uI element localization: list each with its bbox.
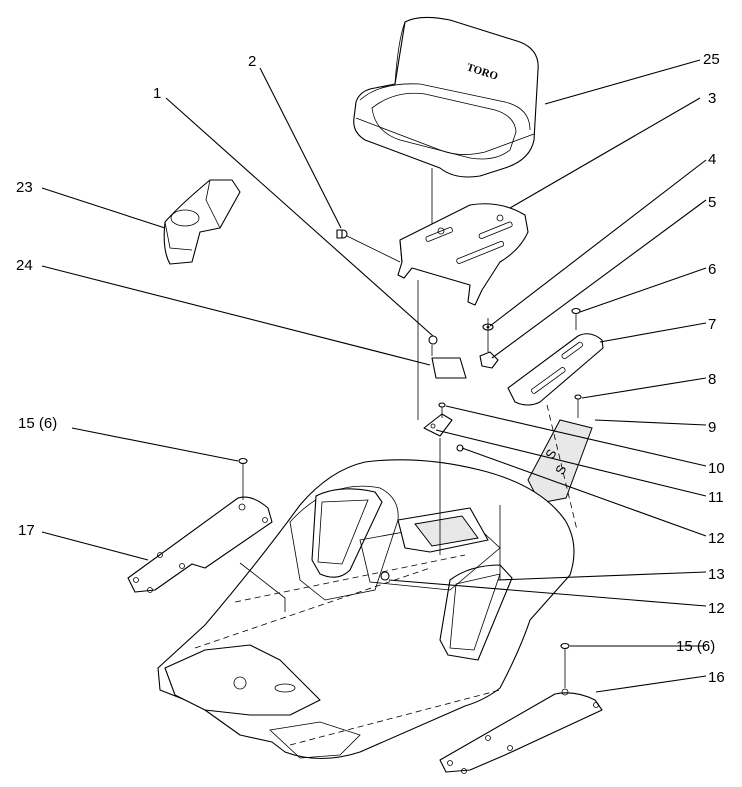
callout-15-left: 15 (6) (18, 415, 57, 432)
foot-plate-17 (127, 496, 273, 593)
callout-16: 16 (708, 669, 725, 686)
bolt-2 (336, 229, 348, 239)
callout-1: 1 (153, 85, 161, 102)
callout-13: 13 (708, 566, 725, 583)
bracket-11 (423, 402, 464, 452)
callout-11: 11 (708, 489, 724, 506)
callout-8: 8 (708, 371, 716, 388)
callout-9: 9 (708, 419, 716, 436)
callout-12b: 12 (708, 600, 725, 617)
seat-bracket-part (397, 203, 529, 306)
leader-lines (41, 59, 707, 693)
knob-5 (479, 318, 499, 369)
callout-12a: 12 (708, 530, 725, 547)
plate-7 (507, 333, 604, 406)
callout-5: 5 (708, 194, 716, 211)
screw-15-right (560, 642, 570, 688)
fender-body (157, 459, 575, 759)
callout-25: 25 (703, 51, 720, 68)
callout-7: 7 (708, 316, 716, 333)
callout-labels: 1 2 3 4 5 6 7 8 9 10 11 12 12 13 15 (6) … (16, 51, 725, 686)
foot-plate-16 (439, 688, 603, 774)
callout-4: 4 (708, 151, 716, 168)
nut-1 (428, 335, 438, 345)
callout-24: 24 (16, 257, 33, 274)
callout-23: 23 (16, 179, 33, 196)
callout-2: 2 (248, 53, 256, 70)
cup-holder-part (163, 179, 241, 265)
seat-part: TORO (353, 16, 539, 178)
callout-17: 17 (18, 522, 35, 539)
screw-8 (574, 394, 582, 418)
screw-15-left (238, 457, 248, 500)
screw-6 (571, 307, 581, 330)
callout-15-right: 15 (6) (676, 638, 715, 655)
callout-3: 3 (708, 90, 716, 107)
pad-24 (431, 357, 467, 379)
callout-10: 10 (708, 460, 725, 477)
callout-6: 6 (708, 261, 716, 278)
